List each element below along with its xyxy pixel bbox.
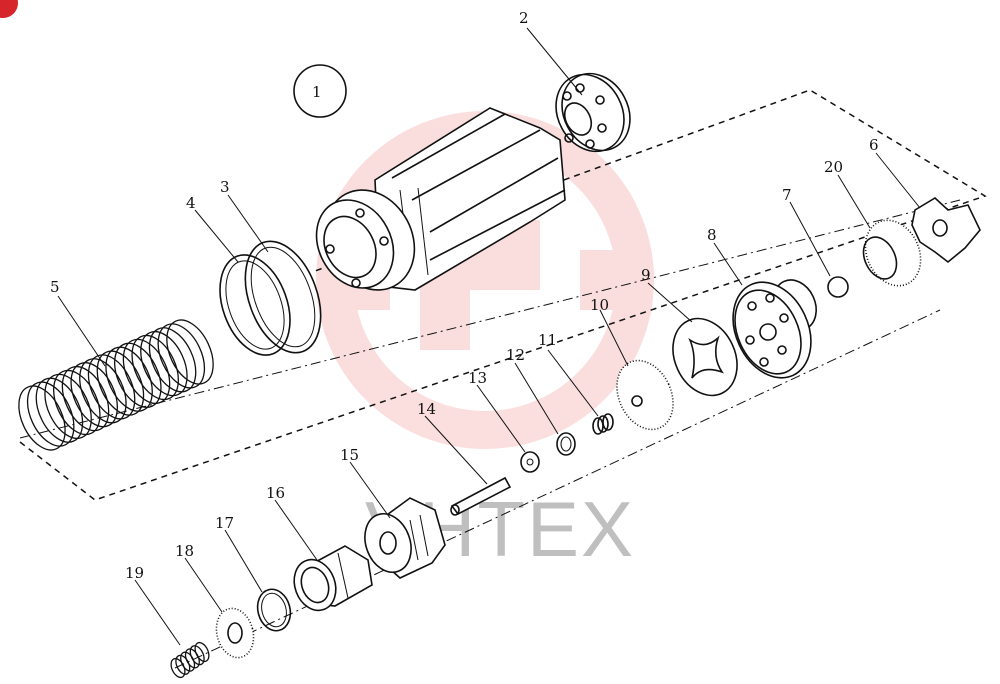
part-5-coil-spring <box>18 319 214 451</box>
part-14-pin <box>450 476 512 516</box>
spring5-coil <box>131 334 179 401</box>
part-4-ring <box>219 254 291 356</box>
part-6-star-washer <box>911 197 981 264</box>
spring5-coil <box>122 338 171 405</box>
spring5-coil <box>105 346 153 412</box>
spring5-coil <box>87 354 136 420</box>
part-label-18: 18 <box>175 542 194 560</box>
part-label-16: 16 <box>266 484 285 502</box>
spring5-coil <box>18 385 66 451</box>
part-16-sleeve <box>293 545 373 612</box>
spring5-coil <box>26 381 75 447</box>
part-label-11: 11 <box>538 331 557 349</box>
spring5-coil <box>35 377 84 443</box>
part-label-5: 5 <box>50 278 60 296</box>
part-label-15: 15 <box>340 446 359 464</box>
part-17-o-ring <box>256 588 292 632</box>
part-label-1: 1 <box>312 83 322 101</box>
part-label-4: 4 <box>186 194 196 212</box>
corner-badge <box>0 0 18 18</box>
spring5-coil <box>114 342 162 408</box>
part-12-o-ring <box>556 432 576 456</box>
part-label-19: 19 <box>125 564 144 582</box>
part-label-8: 8 <box>707 226 717 244</box>
spring5-coil <box>79 358 127 424</box>
part-8-valve-seat <box>732 279 817 379</box>
spring5-coil <box>140 330 188 397</box>
part-label-10: 10 <box>590 296 609 314</box>
part-label-17: 17 <box>215 514 234 532</box>
center-axis-upper <box>19 199 961 439</box>
part-label-6: 6 <box>869 136 879 154</box>
spring19-coil <box>189 645 205 666</box>
spring5-coil <box>70 362 118 428</box>
spring5-coil <box>44 373 92 440</box>
part-labels: 1 2 3 4 5 6 7 8 9 10 11 12 13 14 15 16 1… <box>50 9 879 582</box>
part-1-reference-circle <box>293 64 347 118</box>
part-label-9: 9 <box>641 266 651 284</box>
main-housing-body <box>315 107 566 291</box>
assembly-boundary-line <box>19 89 987 501</box>
spring5-coil <box>148 327 197 393</box>
part-9-flow-disc <box>672 317 738 397</box>
part-19-small-spring <box>170 641 210 679</box>
part-label-3: 3 <box>220 178 230 196</box>
spring5-coil <box>53 369 101 436</box>
part-13-washer <box>520 451 540 473</box>
part-label-7: 7 <box>782 186 792 204</box>
part-18-washer <box>215 607 255 659</box>
leader-lines <box>57 27 921 646</box>
spring19-coil <box>194 641 210 663</box>
part-10-filter-disc <box>616 359 674 431</box>
part-2-bearing-ring <box>555 72 631 153</box>
part-20-cup-seal <box>862 219 922 287</box>
part-11-small-spring <box>592 413 614 435</box>
part-label-13: 13 <box>468 369 487 387</box>
spring5-coil <box>157 323 206 389</box>
part-label-14: 14 <box>417 400 436 418</box>
center-axis-lower <box>174 309 941 669</box>
spring5-coil <box>61 365 110 432</box>
spring5-coil <box>96 350 145 416</box>
part-7-ball <box>827 276 849 298</box>
part-label-2: 2 <box>519 9 529 27</box>
part-15-hex-nut <box>364 497 446 579</box>
spring5-coil <box>166 319 214 385</box>
part-label-12: 12 <box>506 346 525 364</box>
part-label-20: 20 <box>824 158 843 176</box>
